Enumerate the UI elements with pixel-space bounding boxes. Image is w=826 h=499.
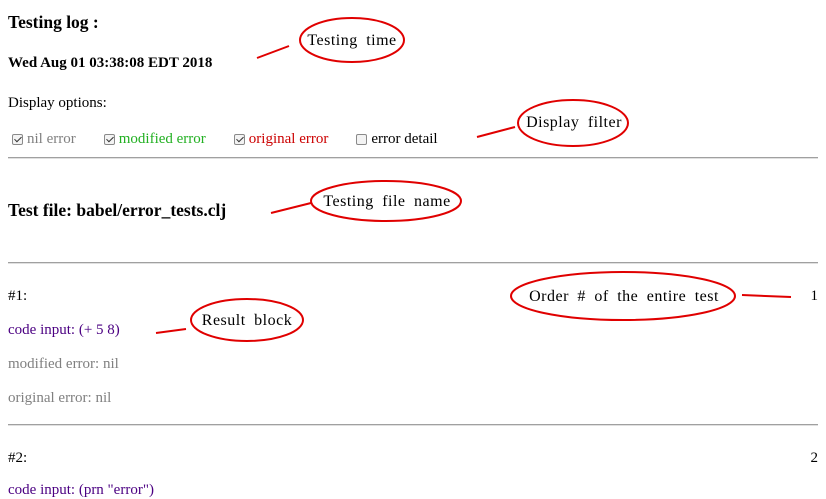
code-input: code input: (prn "error") bbox=[8, 482, 154, 498]
annotation-testing-time: Testing time bbox=[307, 32, 396, 49]
annotation-ellipse bbox=[310, 180, 462, 222]
display-options-label: Display options: bbox=[8, 95, 107, 111]
error-detail-checkbox[interactable] bbox=[356, 134, 368, 145]
annotation-ellipse bbox=[299, 17, 405, 63]
test-file-title: Test file: babel/error_tests.clj bbox=[8, 200, 227, 220]
option-error-detail[interactable]: error detail bbox=[352, 131, 438, 148]
annotation-ellipse bbox=[517, 99, 629, 147]
annotation-result-block: Result block bbox=[202, 312, 292, 329]
divider bbox=[8, 157, 818, 159]
option-original-error[interactable]: original error bbox=[230, 131, 329, 148]
original-error-checkbox[interactable] bbox=[233, 134, 245, 145]
annotation-display-filter: Display filter bbox=[526, 114, 622, 131]
annotation-pointer bbox=[256, 45, 290, 59]
annotation-order: Order # of the entire test bbox=[529, 288, 719, 305]
modified-error-result: modified error: nil bbox=[8, 356, 119, 372]
annotation-pointer bbox=[741, 294, 792, 298]
modified-error-label: modified error bbox=[118, 131, 206, 147]
annotation-ellipse bbox=[190, 298, 304, 342]
original-error-result: original error: nil bbox=[8, 390, 112, 406]
annotation-pointer bbox=[155, 328, 187, 334]
log-timestamp: Wed Aug 01 03:38:08 EDT 2018 bbox=[8, 55, 213, 71]
log-title: Testing log : bbox=[8, 12, 99, 32]
option-nil-error[interactable]: nil error bbox=[8, 131, 76, 148]
result-number: #2: bbox=[8, 450, 28, 466]
code-input: code input: (+ 5 8) bbox=[8, 322, 120, 338]
option-modified-error[interactable]: modified error bbox=[100, 131, 206, 148]
divider bbox=[8, 262, 818, 264]
modified-error-checkbox[interactable] bbox=[103, 134, 115, 145]
result-order: 2 bbox=[810, 450, 819, 466]
annotation-ellipse bbox=[510, 271, 736, 321]
display-options: nil error modified error original error … bbox=[8, 131, 438, 148]
annotation-pointer bbox=[476, 126, 516, 138]
divider bbox=[8, 424, 818, 426]
annotation-testing-file-name: Testing file name bbox=[323, 193, 450, 210]
result-order: 1 bbox=[810, 288, 819, 304]
original-error-label: original error bbox=[248, 131, 329, 147]
annotation-pointer bbox=[270, 202, 312, 214]
nil-error-label: nil error bbox=[27, 131, 76, 147]
result-number: #1: bbox=[8, 288, 28, 304]
error-detail-label: error detail bbox=[371, 131, 438, 147]
nil-error-checkbox[interactable] bbox=[12, 134, 23, 145]
